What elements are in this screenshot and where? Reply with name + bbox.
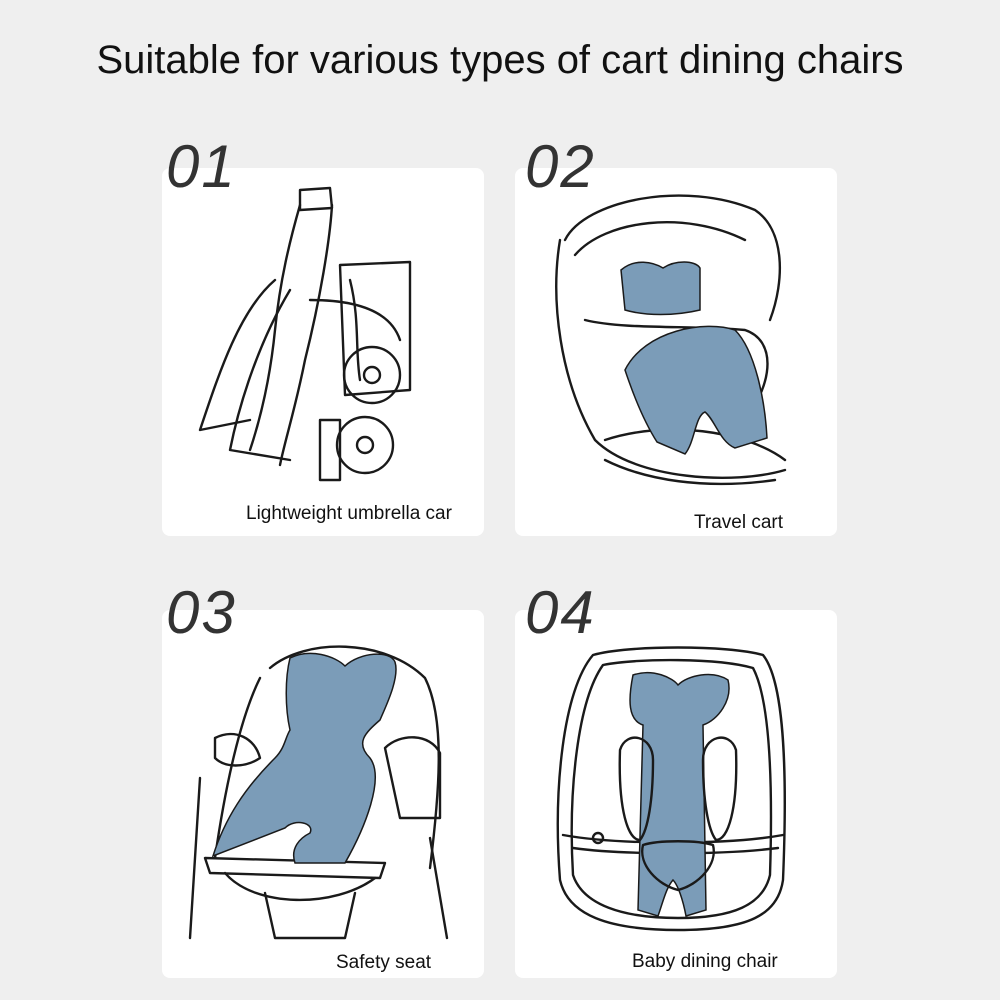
card-number: 01 bbox=[166, 133, 237, 200]
travel-stroller-icon bbox=[555, 194, 787, 486]
baby-seat-icon bbox=[556, 646, 786, 932]
page-title: Suitable for various types of cart dinin… bbox=[96, 38, 904, 82]
card-number: 03 bbox=[166, 579, 237, 646]
card-caption: Travel cart bbox=[694, 512, 784, 533]
card-number: 02 bbox=[525, 133, 596, 200]
umbrella-stroller-icon bbox=[198, 186, 412, 482]
card-umbrella-car bbox=[162, 168, 484, 536]
card-number: 04 bbox=[525, 579, 596, 646]
card-caption: Baby dining chair bbox=[632, 951, 778, 972]
card-caption: Safety seat bbox=[336, 952, 432, 973]
card-caption: Lightweight umbrella car bbox=[246, 503, 452, 524]
safety-seat-icon bbox=[188, 645, 449, 940]
